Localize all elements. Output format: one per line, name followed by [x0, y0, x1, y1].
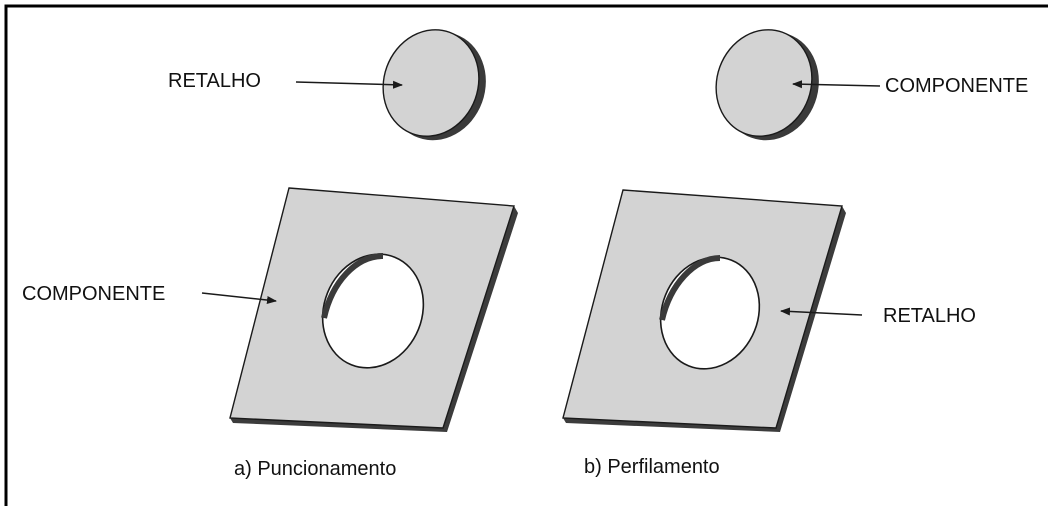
label-left-disc: RETALHO: [168, 70, 261, 92]
label-right-plate: RETALHO: [883, 305, 976, 327]
plate-right: [562, 189, 846, 432]
disc-left: [382, 29, 486, 141]
plate-left: [229, 187, 518, 432]
arrow-left-plate: [201, 292, 277, 305]
figure-frame: [4, 4, 1048, 506]
label-left-plate: COMPONENTE: [22, 283, 165, 305]
caption-left: a) Puncionamento: [234, 458, 396, 480]
disc-right: [715, 29, 819, 141]
label-right-disc: COMPONENTE: [885, 75, 1028, 97]
arrow-right-disc: [792, 80, 881, 89]
caption-right: b) Perfilamento: [584, 456, 720, 478]
arrow-right-plate: [780, 307, 863, 316]
arrow-left-disc: [295, 80, 403, 89]
